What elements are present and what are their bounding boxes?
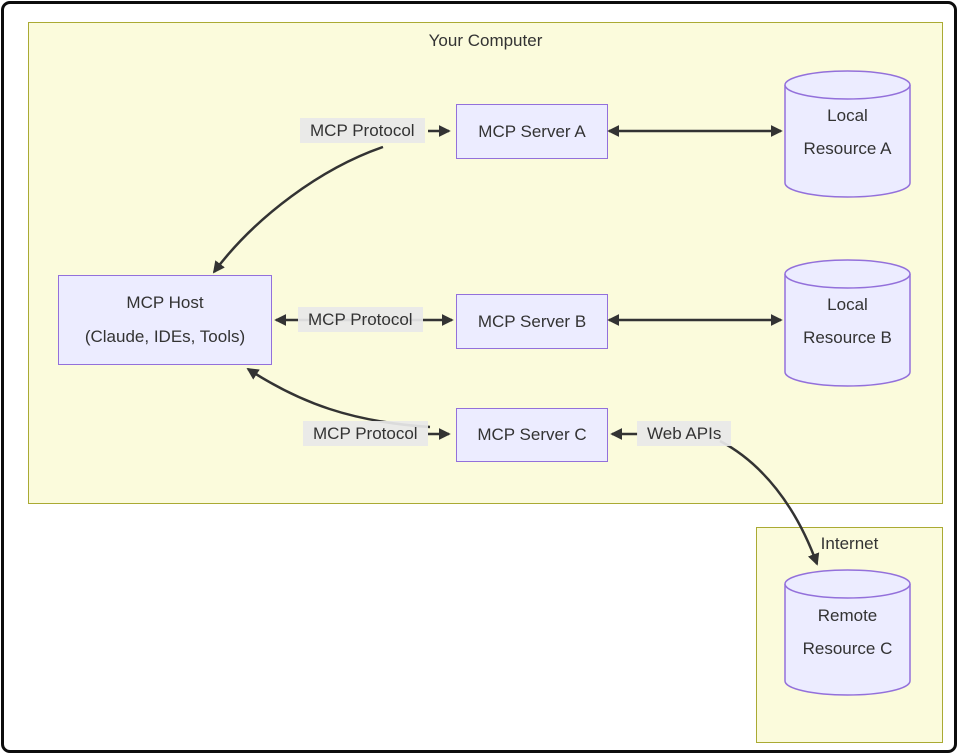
- remote-resource-c-label: Remote Resource C: [785, 599, 910, 665]
- mcp-server-b-node: MCP Server B: [456, 294, 608, 349]
- edge-label-mcp-protocol-a: MCP Protocol: [300, 118, 425, 143]
- local-resource-a-line2: Resource A: [803, 139, 892, 158]
- mcp-server-c-node: MCP Server C: [456, 408, 608, 462]
- local-resource-b-line1: Local: [827, 295, 868, 314]
- mcp-host-line1: MCP Host: [126, 293, 204, 312]
- mcp-server-c-label: MCP Server C: [477, 425, 587, 444]
- edge-label-mcp-protocol-b: MCP Protocol: [298, 307, 423, 332]
- local-resource-a-line1: Local: [827, 106, 868, 125]
- mcp-host-node: MCP Host (Claude, IDEs, Tools): [58, 275, 272, 365]
- internet-title: Internet: [820, 534, 879, 553]
- local-resource-a-label: Local Resource A: [785, 99, 910, 165]
- edge-label-web-apis: Web APIs: [637, 421, 732, 446]
- mcp-server-b-label: MCP Server B: [477, 311, 587, 331]
- mcp-server-a-node: MCP Server A: [456, 104, 608, 159]
- your-computer-title: Your Computer: [428, 31, 543, 50]
- local-resource-b-line2: Resource B: [803, 328, 892, 347]
- edge-label-mcp-protocol-c: MCP Protocol: [303, 421, 428, 446]
- remote-resource-c-line2: Resource C: [802, 639, 893, 658]
- mcp-server-a-label: MCP Server A: [478, 121, 586, 141]
- remote-resource-c-line1: Remote: [817, 606, 878, 625]
- local-resource-b-label: Local Resource B: [785, 288, 910, 354]
- mcp-host-line2: (Claude, IDEs, Tools): [84, 327, 246, 346]
